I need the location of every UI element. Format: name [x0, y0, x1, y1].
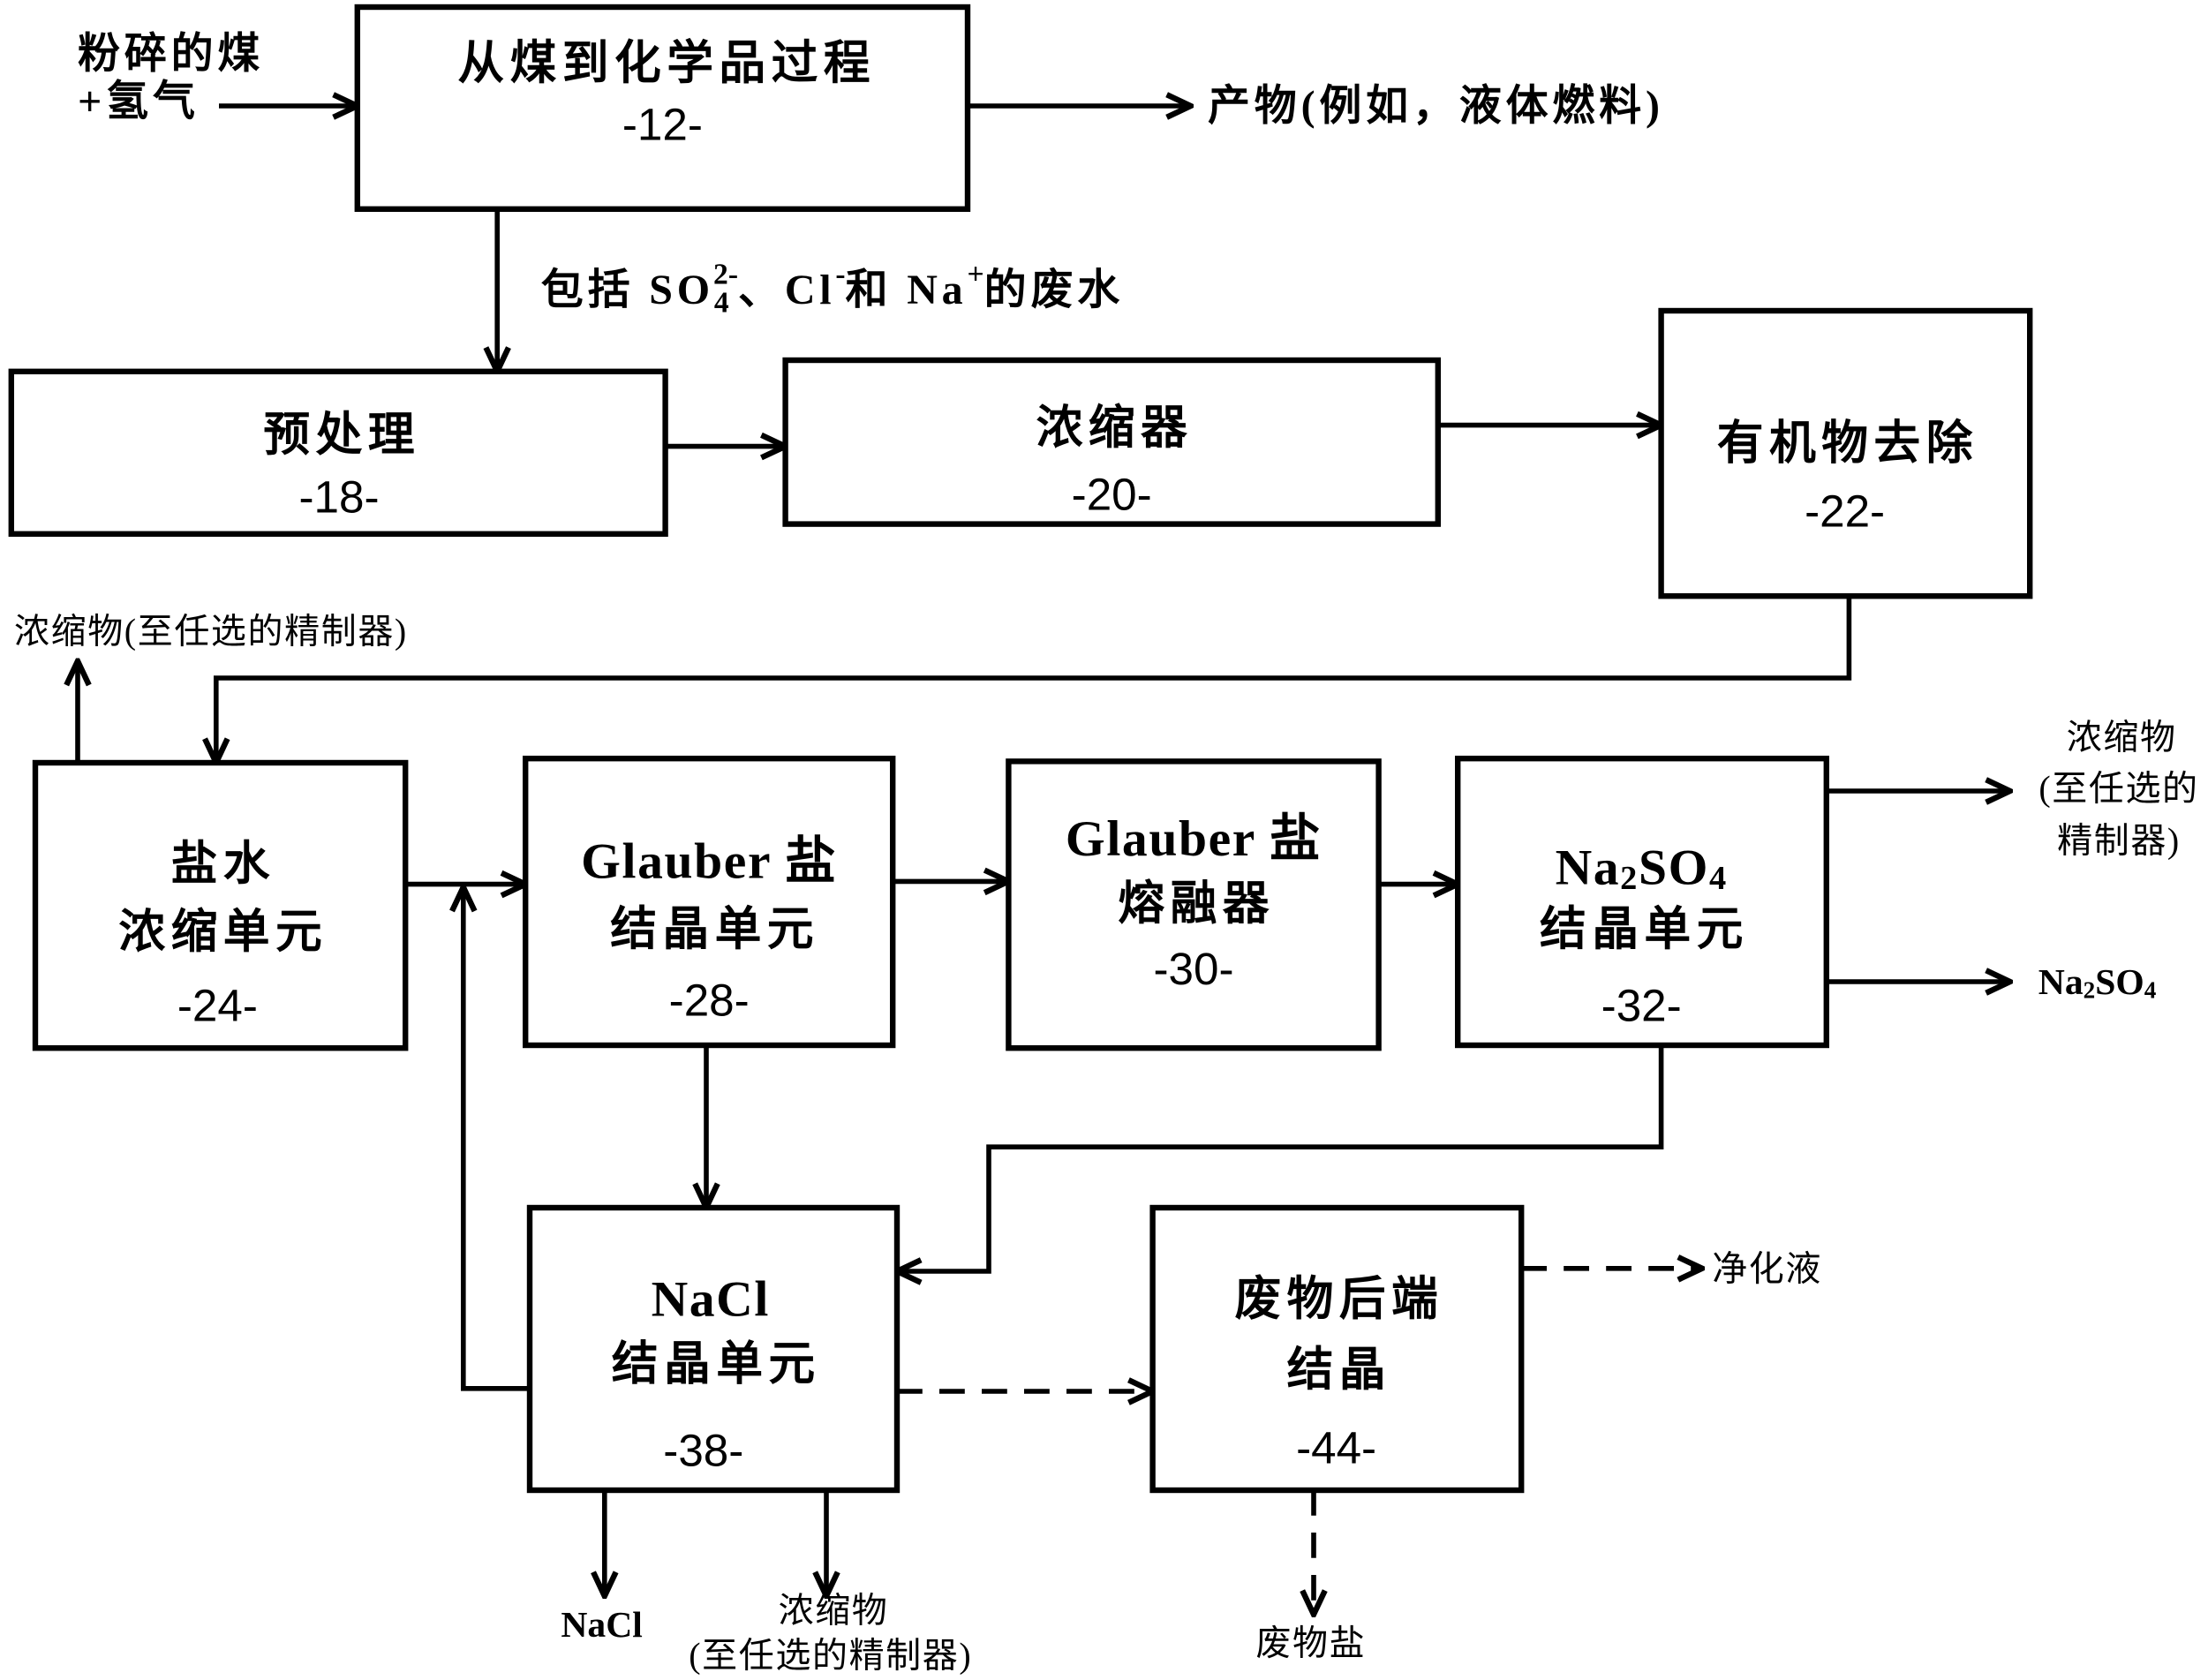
concentrator-title: 浓缩器 — [1036, 403, 1194, 454]
feed-label-line1: 粉碎的煤 — [78, 30, 264, 77]
nacl-unit-concentrate-label-line2: (至任选的精制器) — [689, 1636, 972, 1676]
organics-removal-border — [1658, 307, 2033, 599]
nacl-product-label: NaCl — [561, 1604, 642, 1645]
coal-to-chemicals-process-ref: -12- — [622, 99, 703, 149]
na2so4-unit-concentrate-label-line2: (至任选的 — [2038, 768, 2198, 808]
wastewater-superscript: 2- — [713, 258, 738, 290]
na2so4-crystallization-unit-line2: 结晶单元 — [1540, 904, 1749, 955]
na2so4-product-subscript-2: 2 — [2084, 977, 2096, 1004]
waste-end-crystallization-line2: 结晶 — [1287, 1345, 1391, 1396]
na2so4-crystallization-unit-ref: -32- — [1601, 981, 1682, 1031]
formula-subscript-4: 4 — [1709, 860, 1728, 897]
glauber-salt-melter-line1: Glauber 盐 — [1066, 811, 1322, 867]
organics-removal-box: 有机物去除 -22- — [1658, 307, 2033, 599]
brine-concentration-unit-line1: 盐水 — [171, 839, 275, 890]
glauber-salt-crystallization-unit-line1: Glauber 盐 — [581, 834, 837, 890]
waste-end-crystallization-border — [1149, 1204, 1525, 1494]
nacl-crystallization-unit-border — [526, 1204, 901, 1494]
waste-end-crystallization-line1: 废物后端 — [1234, 1274, 1443, 1325]
coal-to-chemicals-process-border — [354, 4, 971, 212]
nacl-crystallization-unit-box: NaCl 结晶单元 -38- — [526, 1204, 901, 1494]
na2so4-crystallization-unit-box: Na2SO4 结晶单元 -32- — [1455, 756, 1829, 1049]
coal-to-chemicals-process-title: 从煤到化学品过程 — [457, 38, 876, 89]
na2so4-product-na: Na — [2038, 961, 2084, 1002]
brine-unit-concentrate-label: 浓缩物(至任选的精制器) — [14, 612, 408, 652]
glauber-salt-crystallization-unit-border — [523, 756, 896, 1049]
purified-liquid-label: 净化液 — [1712, 1248, 1822, 1288]
nacl-crystallization-unit-ref: -38- — [663, 1426, 743, 1476]
glauber-salt-melter-box: Glauber 盐 熔融器 -30- — [1006, 758, 1382, 1051]
waste-end-crystallization-ref: -44- — [1296, 1423, 1376, 1473]
pretreatment-border — [8, 368, 668, 538]
glauber-salt-melter-border — [1006, 758, 1382, 1051]
wastewater-part: 的废水 — [984, 267, 1124, 313]
na2so4-unit-concentrate-label-line3: 精制器) — [2057, 821, 2181, 861]
pretreatment-box: 预处理 -18- — [8, 368, 668, 538]
na2so4-product-so: SO — [2095, 961, 2144, 1002]
wastewater-superscript: - — [835, 258, 845, 290]
formula-na: Na — [1556, 840, 1621, 895]
na2so4-crystallization-unit-border — [1455, 756, 1829, 1049]
brine-concentration-unit-line2: 浓缩单元 — [118, 907, 328, 958]
organics-removal-ref: -22- — [1805, 486, 1885, 537]
formula-subscript-2: 2 — [1620, 860, 1639, 897]
nacl-unit-concentrate-label-line1: 浓缩物 — [779, 1591, 889, 1631]
na2so4-product-label: Na2SO4 — [2038, 961, 2157, 1004]
glauber-salt-crystallization-unit-box: Glauber 盐 结晶单元 -28- — [523, 756, 896, 1049]
wastewater-part: 、Cl — [738, 267, 835, 313]
pretreatment-title: 预处理 — [263, 410, 420, 461]
feed-label-line2: +氢气 — [78, 79, 200, 125]
arrow-organics-removal-to-brine-unit — [216, 596, 1852, 763]
concentrator-border — [782, 357, 1441, 527]
glauber-salt-crystallization-unit-ref: -28- — [669, 975, 750, 1025]
wastewater-part: 包括 SO — [541, 267, 714, 313]
glauber-salt-melter-line2: 熔融器 — [1118, 878, 1275, 930]
wastewater-part: 和 Na — [846, 267, 968, 313]
pretreatment-ref: -18- — [298, 472, 379, 523]
brine-concentration-unit-border — [32, 759, 409, 1051]
coal-to-chemicals-process-box: 从煤到化学品过程 -12- — [354, 4, 971, 212]
wastewater-label: 包括 SO42-、Cl-和 Na+的废水 — [541, 258, 1124, 319]
organics-removal-title: 有机物去除 — [1717, 418, 1978, 469]
concentrator-box: 浓缩器 -20- — [782, 357, 1441, 527]
waste-salt-label: 废物盐 — [1255, 1623, 1366, 1662]
product-label: 产物(例如，液体燃料) — [1208, 83, 1664, 130]
nacl-crystallization-unit-line1: NaCl — [652, 1272, 770, 1328]
na2so4-product-subscript-4: 4 — [2144, 977, 2157, 1004]
brine-concentration-unit-ref: -24- — [177, 981, 258, 1031]
waste-end-crystallization-box: 废物后端 结晶 -44- — [1149, 1204, 1525, 1494]
arrow-nacl-unit-recycle — [463, 887, 530, 1391]
brine-concentration-unit-box: 盐水 浓缩单元 -24- — [32, 759, 409, 1051]
wastewater-superscript: + — [967, 258, 983, 290]
wastewater-subscript: 4 — [714, 286, 729, 319]
glauber-salt-crystallization-unit-line2: 结晶单元 — [610, 904, 819, 955]
nacl-crystallization-unit-line2: 结晶单元 — [612, 1339, 821, 1390]
formula-so: SO — [1639, 840, 1709, 895]
na2so4-unit-concentrate-label-line1: 浓缩物 — [2067, 718, 2177, 757]
arrow-na2so4-unit-to-nacl-unit — [897, 1045, 1664, 1271]
concentrator-ref: -20- — [1072, 470, 1152, 520]
na2so4-crystallization-unit-formula: Na2SO4 — [1556, 840, 1728, 897]
glauber-salt-melter-ref: -30- — [1153, 944, 1233, 994]
